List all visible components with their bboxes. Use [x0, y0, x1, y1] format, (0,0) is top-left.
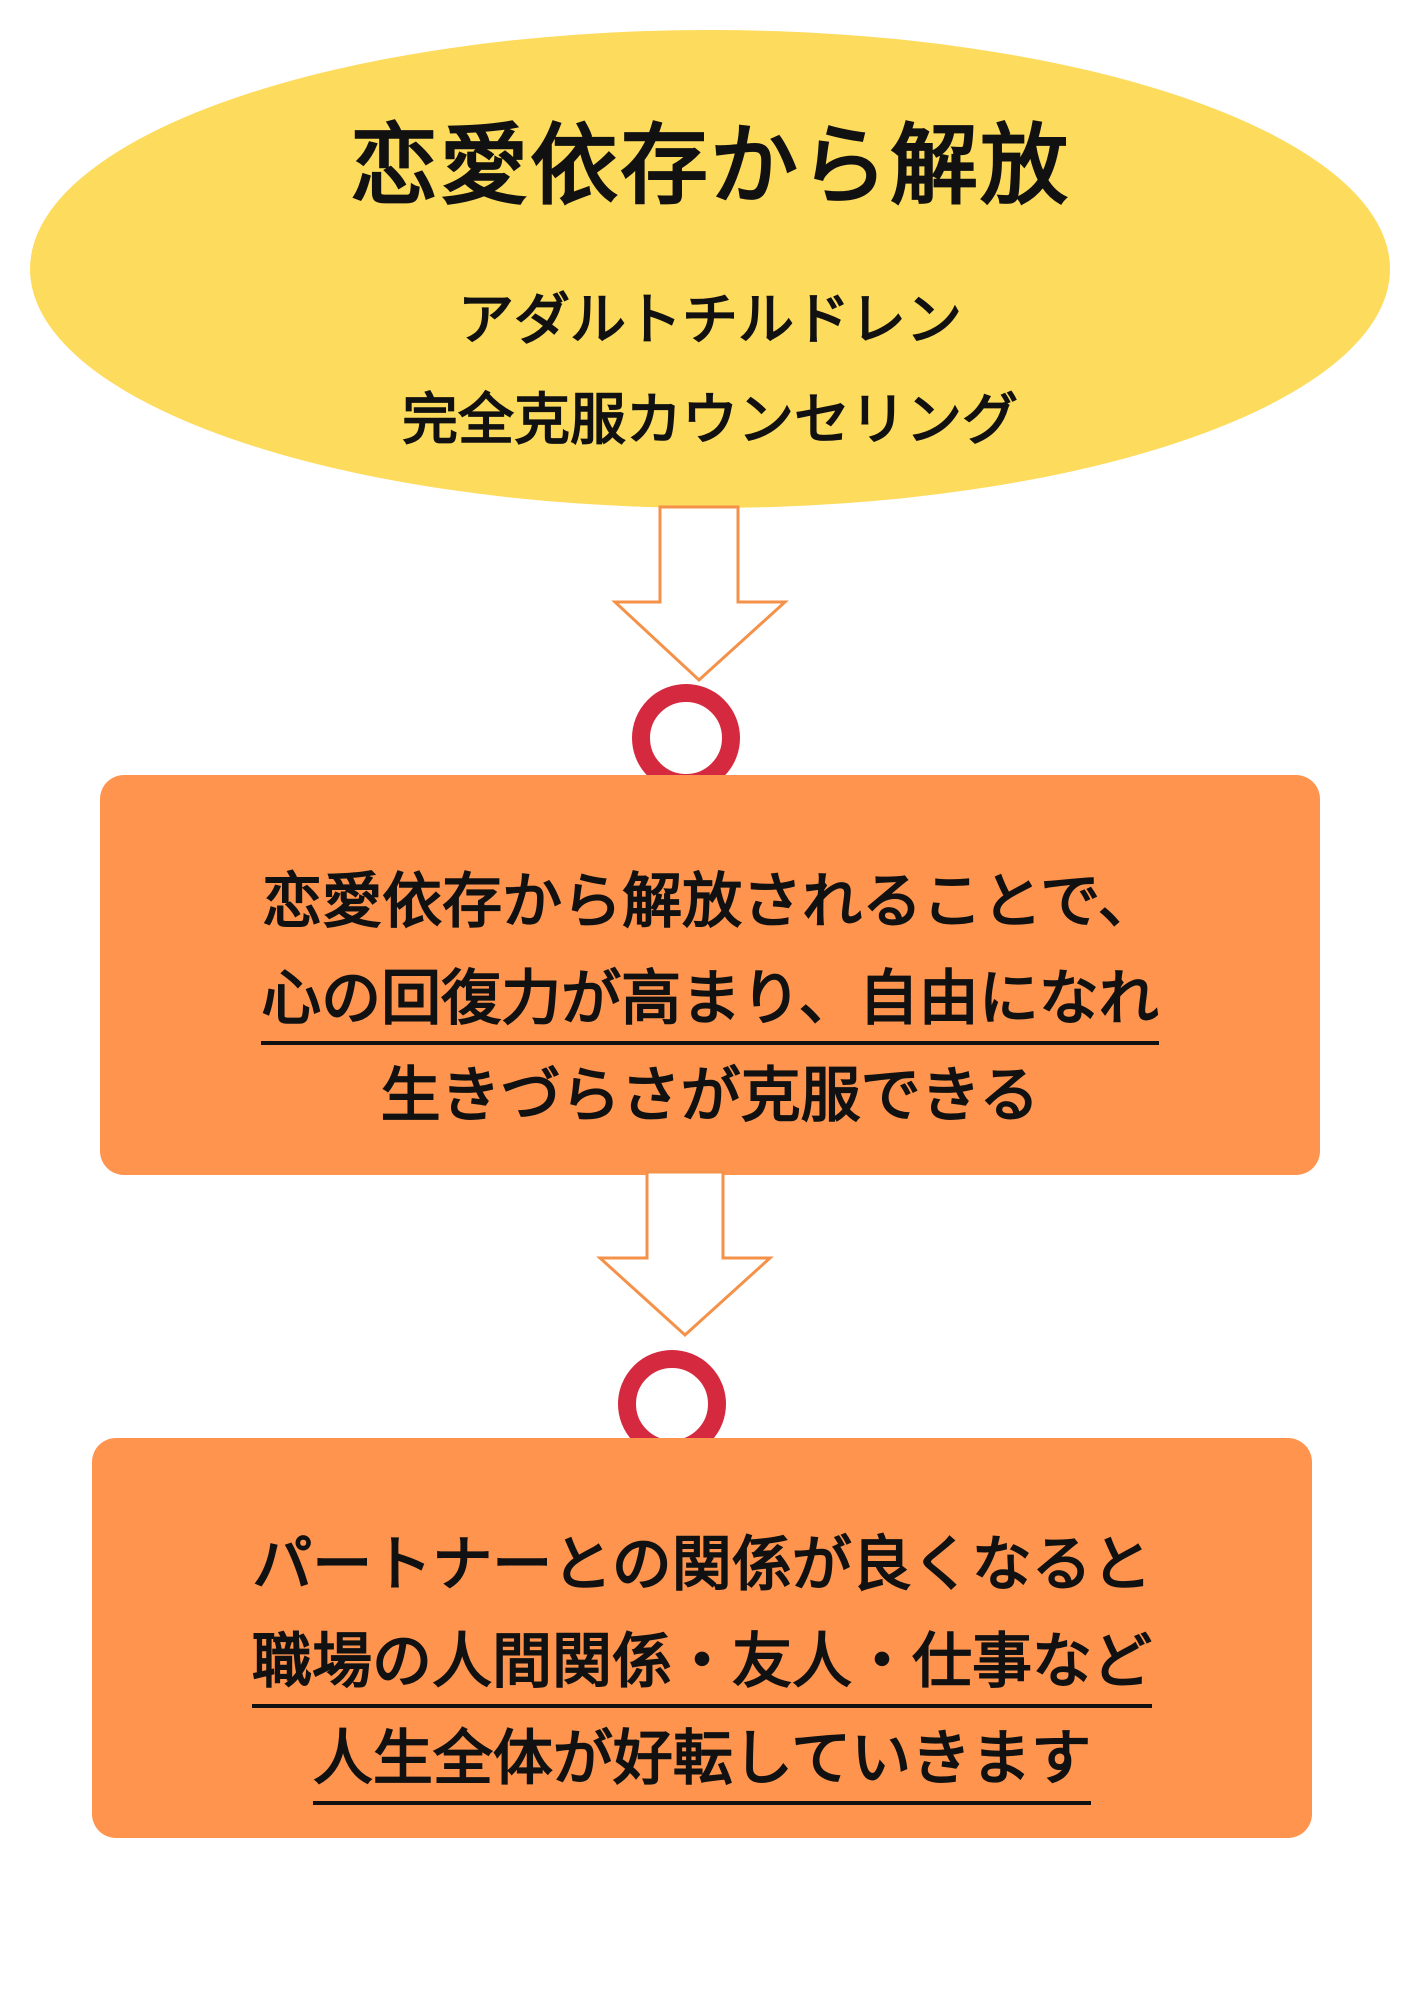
result-1-line-2: 心の回復力が高まり、自由になれ: [100, 950, 1320, 1045]
page-title: 恋愛依存から解放: [349, 114, 1070, 217]
result-box-2: パートナーとの関係が良くなると 職場の人間関係・友人・仕事など 人生全体が好転し…: [92, 1438, 1312, 1838]
down-arrow-icon: [596, 1170, 774, 1338]
title-ellipse: 恋愛依存から解放 アダルトチルドレン 完全克服カウンセリング: [30, 30, 1390, 508]
result-2-line-3: 人生全体が好転していきます: [92, 1710, 1312, 1805]
result-2-line-2: 職場の人間関係・友人・仕事など: [92, 1613, 1312, 1708]
result-2-line-1: パートナーとの関係が良くなると: [252, 1530, 1152, 1600]
subtitle-line-2: 完全克服カウンセリング: [402, 388, 1018, 453]
result-1-line-1: 恋愛依存から解放されることで、: [262, 867, 1158, 937]
result-1-line-3: 生きづらさが克服できる: [380, 1061, 1040, 1131]
result-box-1: 恋愛依存から解放されることで、 心の回復力が高まり、自由になれ 生きづらさが克服…: [100, 775, 1320, 1175]
down-arrow-icon: [611, 505, 789, 683]
subtitle-line-1: アダルトチルドレン: [458, 288, 962, 353]
